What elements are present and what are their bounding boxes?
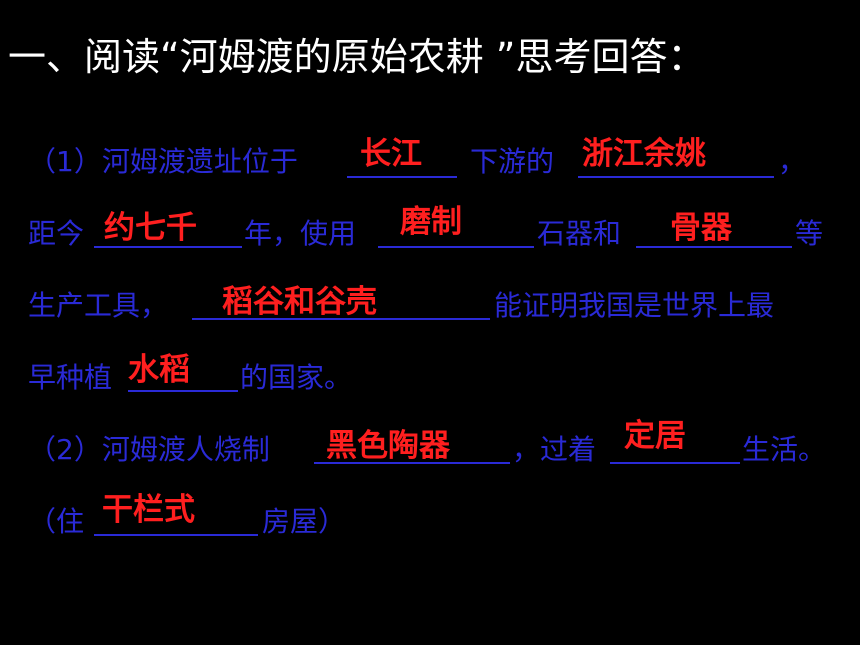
- answer-blank: [94, 534, 258, 536]
- answer-life: 定居: [624, 418, 686, 454]
- q1-text-etc: 等: [795, 217, 824, 250]
- answer-blank: [192, 318, 490, 320]
- answer-blank: [347, 176, 457, 178]
- q1-text-years-use: 年，使用: [244, 217, 357, 250]
- section-title: 一、阅读“河姆渡的原始农耕 ”思考回答：: [8, 35, 706, 79]
- q1-text-ago: 距今: [28, 217, 85, 250]
- answer-place: 浙江余姚: [582, 136, 706, 172]
- q1-text-country: 的国家。: [240, 361, 353, 394]
- answer-tool1: 磨制: [400, 204, 462, 240]
- q1-text-stone-tools: 石器和: [537, 217, 622, 250]
- answer-crop: 水稻: [128, 352, 190, 388]
- q1-text-intro: （1）河姆渡遗址位于: [28, 145, 298, 178]
- q1-text-earliest: 早种植: [28, 361, 113, 394]
- answer-blank: [314, 462, 510, 464]
- answer-blank: [378, 246, 534, 248]
- q2-text-intro: （2）河姆渡人烧制: [28, 433, 270, 466]
- answer-time: 约七千: [104, 210, 197, 246]
- q2-text-house: 房屋）: [262, 505, 347, 538]
- q2-text-live: ，过着: [512, 433, 597, 466]
- q2-text-life: 生活。: [742, 433, 827, 466]
- answer-tool2: 骨器: [670, 210, 732, 246]
- answer-blank: [578, 176, 774, 178]
- answer-location: 长江: [360, 136, 422, 172]
- answer-pottery: 黑色陶器: [326, 428, 450, 464]
- q1-text-prove: 能证明我国是世界上最: [494, 289, 775, 322]
- answer-house: 干栏式: [102, 492, 195, 528]
- q1-text-downstream: 下游的: [470, 145, 555, 178]
- answer-evidence: 稻谷和谷壳: [222, 284, 377, 320]
- answer-blank: [636, 246, 792, 248]
- q1-text-comma: ，: [778, 145, 807, 178]
- answer-blank: [128, 390, 238, 392]
- answer-blank: [610, 462, 740, 464]
- q1-text-production-tools: 生产工具，: [28, 289, 169, 322]
- q2-text-live-in: （住: [28, 505, 85, 538]
- answer-blank: [94, 246, 242, 248]
